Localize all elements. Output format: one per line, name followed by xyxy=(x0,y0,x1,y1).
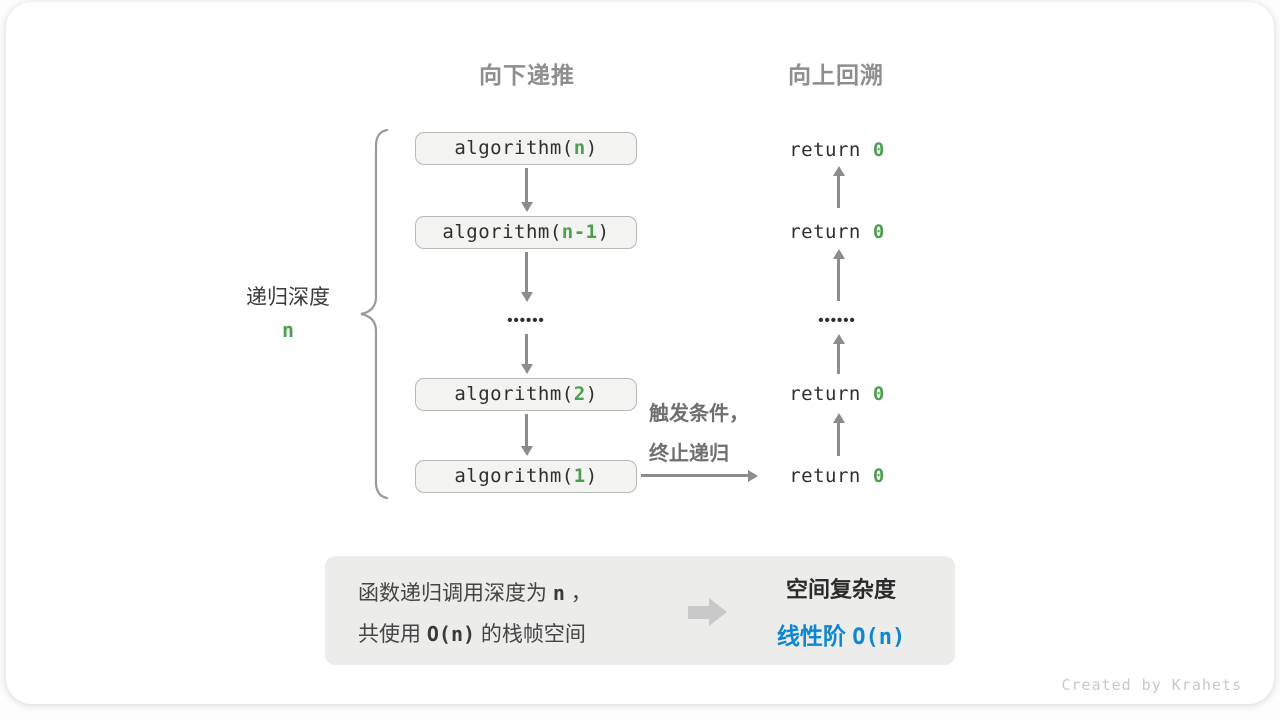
return-keyword: return xyxy=(789,383,873,405)
fn-name: algorithm( xyxy=(454,137,574,159)
return-keyword: return xyxy=(789,139,873,161)
summary-line2-post: 的栈帧空间 xyxy=(475,623,586,646)
up-arrow-2 xyxy=(837,259,840,301)
return-value: 0 xyxy=(872,383,885,405)
trigger-note: 触发条件， 终止递归 xyxy=(649,394,749,474)
base-case-arrow xyxy=(641,474,748,477)
summary-text: 函数递归调用深度为 n ， 共使用 O(n) 的栈帧空间 xyxy=(358,573,592,655)
fn-arg: n-1 xyxy=(561,221,598,243)
trigger-note-line1: 触发条件， xyxy=(649,403,749,425)
summary-line1-pre: 函数递归调用深度为 xyxy=(358,582,553,605)
return-value: 0 xyxy=(872,465,885,487)
return-row-2: return 0 xyxy=(717,221,957,243)
complexity-title: 空间复杂度 xyxy=(785,577,896,602)
call-box-n-1: algorithm(n-1) xyxy=(415,216,637,249)
implies-arrow-icon xyxy=(688,598,727,627)
fn-arg: 2 xyxy=(573,383,586,405)
down-arrow-3 xyxy=(525,334,528,364)
summary-line2-o-close: ) xyxy=(462,622,476,646)
complexity-grade: 线性阶 xyxy=(776,623,853,649)
header-upward-backtracking: 向上回溯 xyxy=(788,62,884,88)
summary-line2-pre: 共使用 xyxy=(358,623,427,646)
fn-close: ) xyxy=(585,137,598,159)
right-ellipsis: •••••• xyxy=(818,312,856,329)
summary-line1-var: n xyxy=(552,581,565,605)
recursion-depth-value: n xyxy=(281,318,295,342)
up-arrow-4 xyxy=(837,423,840,456)
complexity-result: 空间复杂度 线性阶 O(n) xyxy=(731,572,951,651)
fn-close: ) xyxy=(585,465,598,487)
recursion-depth-label: 递归深度 xyxy=(246,286,330,309)
fn-name: algorithm( xyxy=(454,383,574,405)
down-arrow-1 xyxy=(525,168,528,202)
fn-close: ) xyxy=(597,221,610,243)
call-box-2: algorithm(2) xyxy=(415,378,637,411)
fn-name: algorithm( xyxy=(442,221,562,243)
summary-line2: 共使用 O(n) 的栈帧空间 xyxy=(358,614,592,655)
up-arrow-1 xyxy=(837,176,840,208)
summary-panel xyxy=(325,556,955,665)
trigger-note-line2: 终止递归 xyxy=(649,443,729,465)
call-box-n: algorithm(n) xyxy=(415,132,637,165)
fn-arg: n xyxy=(573,137,586,159)
header-downward-recursion: 向下递推 xyxy=(479,62,575,88)
return-row-4: return 0 xyxy=(717,465,957,487)
summary-line2-var: n xyxy=(450,622,463,646)
left-ellipsis: •••••• xyxy=(507,312,545,329)
complexity-big-o: O(n) xyxy=(852,625,906,650)
up-arrow-3 xyxy=(837,344,840,374)
summary-line1: 函数递归调用深度为 n ， xyxy=(358,573,592,614)
return-row-1: return 0 xyxy=(717,139,957,161)
summary-line1-post: ， xyxy=(564,582,592,605)
complexity-value: 线性阶 O(n) xyxy=(731,617,951,651)
watermark-credit: Created by Krahets xyxy=(1061,676,1242,694)
fn-name: algorithm( xyxy=(454,465,574,487)
fn-close: ) xyxy=(585,383,598,405)
curly-brace xyxy=(360,128,389,500)
return-value: 0 xyxy=(872,139,885,161)
call-box-1: algorithm(1) xyxy=(415,460,637,493)
fn-arg: 1 xyxy=(573,465,586,487)
return-value: 0 xyxy=(872,221,885,243)
down-arrow-2 xyxy=(525,252,528,292)
down-arrow-4 xyxy=(525,414,528,446)
return-keyword: return xyxy=(789,465,873,487)
return-keyword: return xyxy=(789,221,873,243)
return-row-3: return 0 xyxy=(717,383,957,405)
summary-line2-o-open: O( xyxy=(426,622,451,646)
